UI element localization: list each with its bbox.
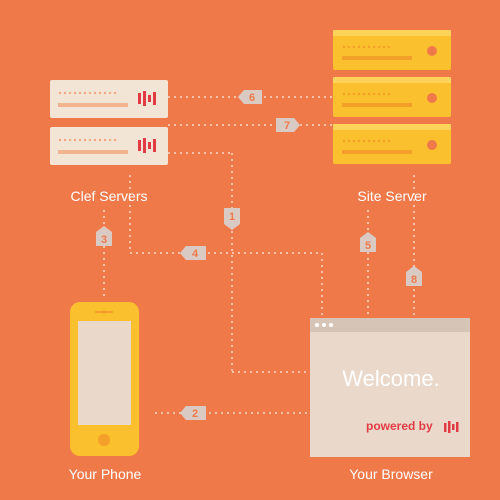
step-tag-3 [96, 226, 112, 246]
step-tag-6 [238, 90, 262, 104]
phone-icon [70, 302, 139, 456]
step-tag-2 [180, 406, 206, 420]
site-server-2 [333, 77, 451, 117]
step-number: 4 [192, 248, 199, 260]
step-number: 7 [284, 120, 290, 132]
site-server-label: Site Server [357, 188, 427, 204]
site-server-1 [333, 30, 451, 70]
clef-server-top [50, 80, 168, 118]
clef-logo-icon [138, 91, 156, 106]
clef-server-bottom [50, 127, 168, 165]
step-tag-8 [406, 266, 422, 286]
step-number: 6 [249, 92, 255, 104]
your-phone-label: Your Phone [68, 466, 142, 482]
powered-by-text: powered by [366, 419, 433, 433]
step-number: 8 [411, 274, 417, 286]
browser-window [310, 318, 470, 457]
step-number: 3 [101, 234, 107, 246]
step-tag-4 [180, 246, 206, 260]
step-tag-5 [360, 232, 376, 252]
clef-logo-icon [138, 138, 156, 153]
welcome-text: Welcome. [342, 366, 440, 391]
step-tags [96, 90, 422, 420]
site-server-3 [333, 124, 451, 164]
step-tag-7 [276, 118, 300, 132]
clef-servers-label: Clef Servers [70, 188, 148, 204]
step-tag-1 [224, 208, 240, 230]
step-number: 5 [365, 240, 371, 252]
clef-logo-icon [444, 421, 459, 433]
step-numbers: 6 7 1 3 4 5 8 2 [101, 92, 417, 420]
your-browser-label: Your Browser [349, 466, 433, 482]
step-number: 2 [192, 408, 198, 420]
step-number: 1 [229, 211, 235, 223]
